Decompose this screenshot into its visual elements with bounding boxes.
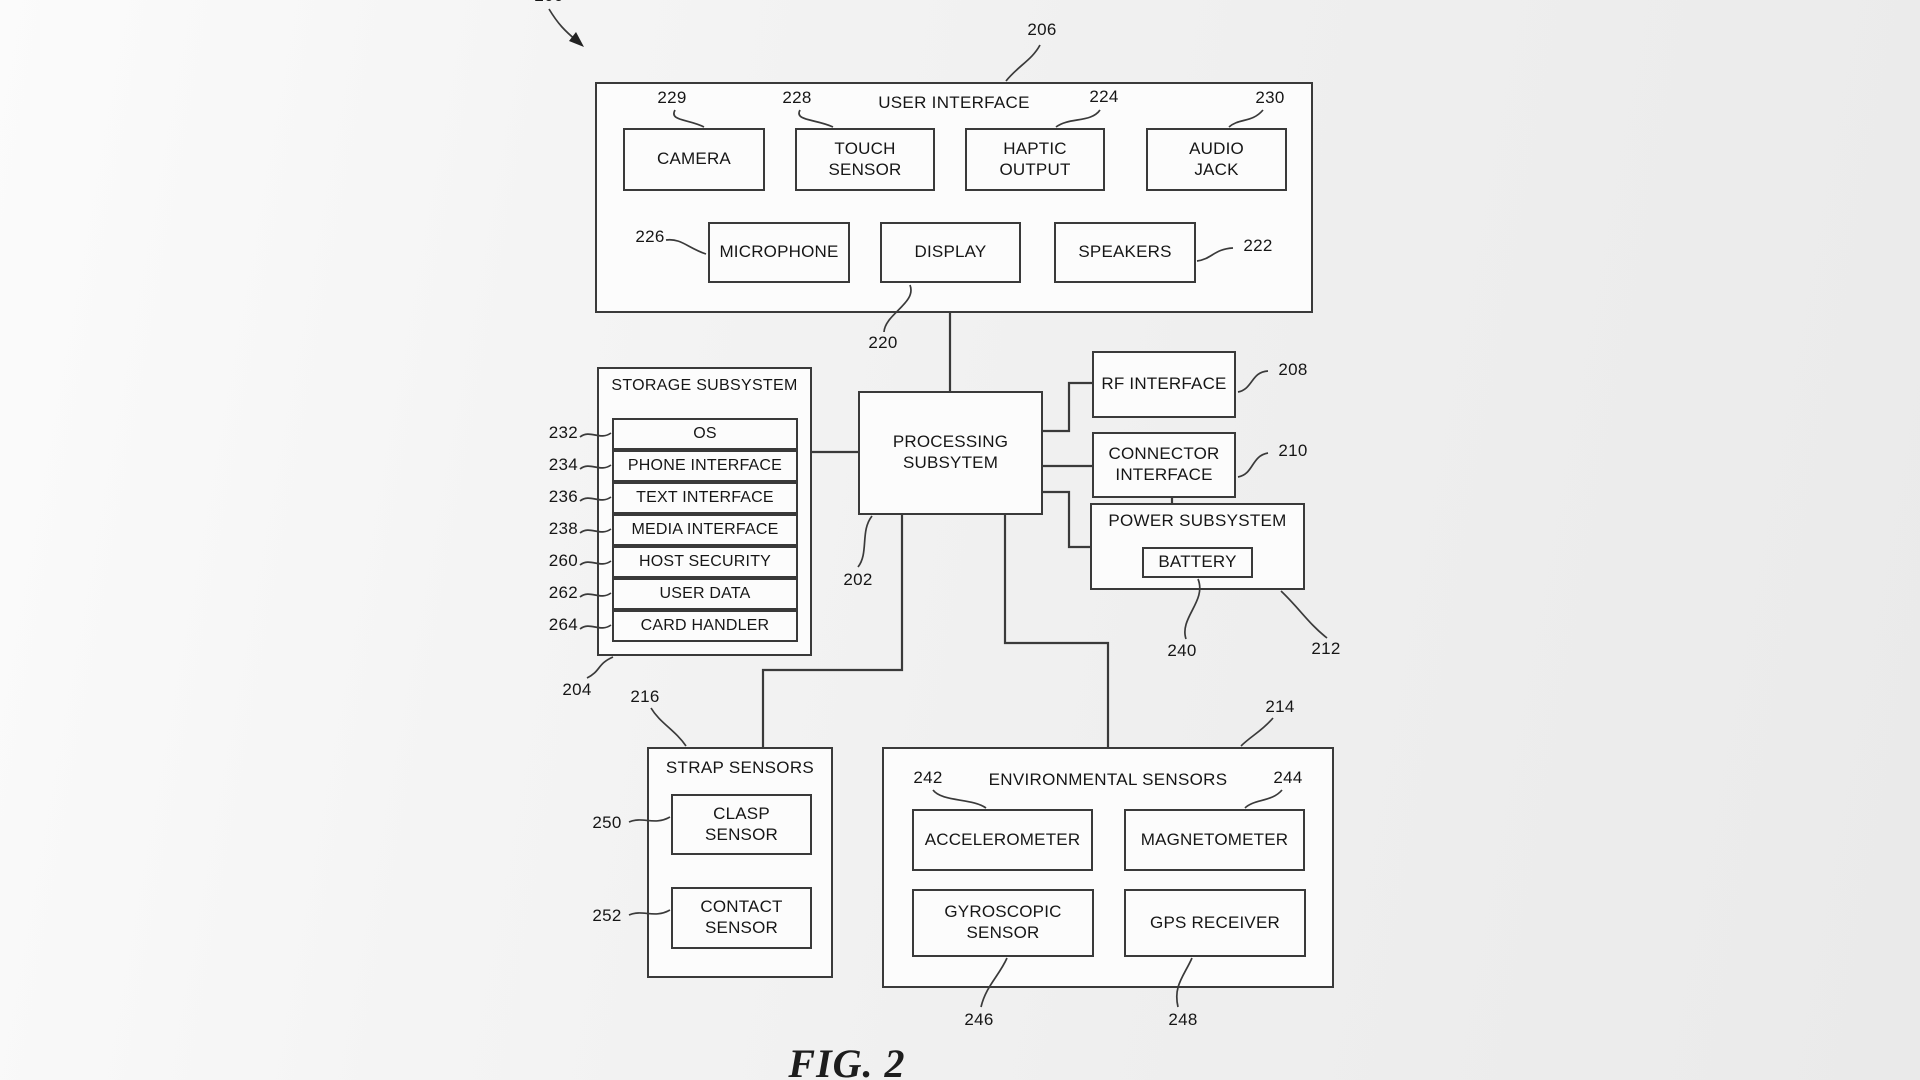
storage-module-card-handler: CARD HANDLER: [612, 610, 798, 642]
user-interface-title: USER INTERFACE: [595, 93, 1313, 113]
clasp-sensor-block: CLASP SENSOR: [671, 794, 812, 855]
microphone-block: MICROPHONE: [708, 222, 850, 283]
ref-214: 214: [1257, 697, 1303, 717]
speakers-block: SPEAKERS: [1054, 222, 1196, 283]
line-processing-rf: [1043, 383, 1092, 431]
storage-module-os: OS: [612, 418, 798, 450]
leader-214: [1241, 718, 1273, 746]
contact-sensor-block: CONTACT SENSOR: [671, 887, 812, 949]
ref-229: 229: [649, 88, 695, 108]
ref-210: 210: [1270, 441, 1316, 461]
haptic-output-block: HAPTIC OUTPUT: [965, 128, 1105, 191]
arrowhead-200-icon: [569, 32, 584, 47]
storage-module-user-data: USER DATA: [612, 578, 798, 610]
ref-252: 252: [584, 906, 630, 926]
battery-block: BATTERY: [1142, 547, 1253, 578]
strap-sensors-title: STRAP SENSORS: [647, 758, 833, 778]
ref-246: 246: [956, 1010, 1002, 1030]
leader-210: [1238, 453, 1268, 477]
figure-caption: FIG. 2: [762, 1040, 932, 1080]
ref-208: 208: [1270, 360, 1316, 380]
ref-216: 216: [622, 687, 668, 707]
gps-receiver-block: GPS RECEIVER: [1124, 889, 1306, 957]
ref-202: 202: [835, 570, 881, 590]
ref-230: 230: [1247, 88, 1293, 108]
storage-subsystem-title: STORAGE SUBSYSTEM: [597, 377, 812, 395]
storage-module-text-interface: TEXT INTERFACE: [612, 482, 798, 514]
ref-226: 226: [627, 227, 673, 247]
processing-subsystem-block: PROCESSING SUBSYTEM: [858, 391, 1043, 515]
ref-200: 200: [526, 0, 572, 6]
power-subsystem-title: POWER SUBSYSTEM: [1090, 511, 1305, 531]
audio-jack-block: AUDIO JACK: [1146, 128, 1287, 191]
ref-222: 222: [1235, 236, 1281, 256]
ref-206: 206: [1019, 20, 1065, 40]
storage-module-media-interface: MEDIA INTERFACE: [612, 514, 798, 546]
ref-232: 232: [530, 423, 578, 443]
leader-206: [1006, 45, 1040, 81]
ref-264: 264: [530, 615, 578, 635]
ref-260: 260: [530, 551, 578, 571]
magnetometer-block: MAGNETOMETER: [1124, 809, 1305, 871]
leader-212: [1281, 591, 1327, 638]
leader-208: [1238, 371, 1268, 392]
accelerometer-block: ACCELEROMETER: [912, 809, 1093, 871]
leader-200: [549, 9, 577, 41]
ref-212: 212: [1303, 639, 1349, 659]
line-processing-power: [1043, 492, 1090, 547]
ref-250: 250: [584, 813, 630, 833]
display-block: DISPLAY: [880, 222, 1021, 283]
ref-204: 204: [554, 680, 600, 700]
ref-234: 234: [530, 455, 578, 475]
connector-interface-block: CONNECTOR INTERFACE: [1092, 432, 1236, 498]
ref-220: 220: [860, 333, 906, 353]
gyroscopic-sensor-block: GYROSCOPIC SENSOR: [912, 889, 1094, 957]
leader-216: [651, 708, 686, 746]
ref-244: 244: [1265, 768, 1311, 788]
ref-224: 224: [1081, 87, 1127, 107]
storage-module-phone-interface: PHONE INTERFACE: [612, 450, 798, 482]
storage-module-host-security: HOST SECURITY: [612, 546, 798, 578]
ref-238: 238: [530, 519, 578, 539]
ref-236: 236: [530, 487, 578, 507]
ref-240: 240: [1159, 641, 1205, 661]
ref-262: 262: [530, 583, 578, 603]
rf-interface-block: RF INTERFACE: [1092, 351, 1236, 418]
ref-228: 228: [774, 88, 820, 108]
touch-sensor-block: TOUCH SENSOR: [795, 128, 935, 191]
ref-242: 242: [905, 768, 951, 788]
ref-248: 248: [1160, 1010, 1206, 1030]
camera-block: CAMERA: [623, 128, 765, 191]
leader-204: [587, 657, 613, 678]
leader-202: [858, 516, 872, 567]
